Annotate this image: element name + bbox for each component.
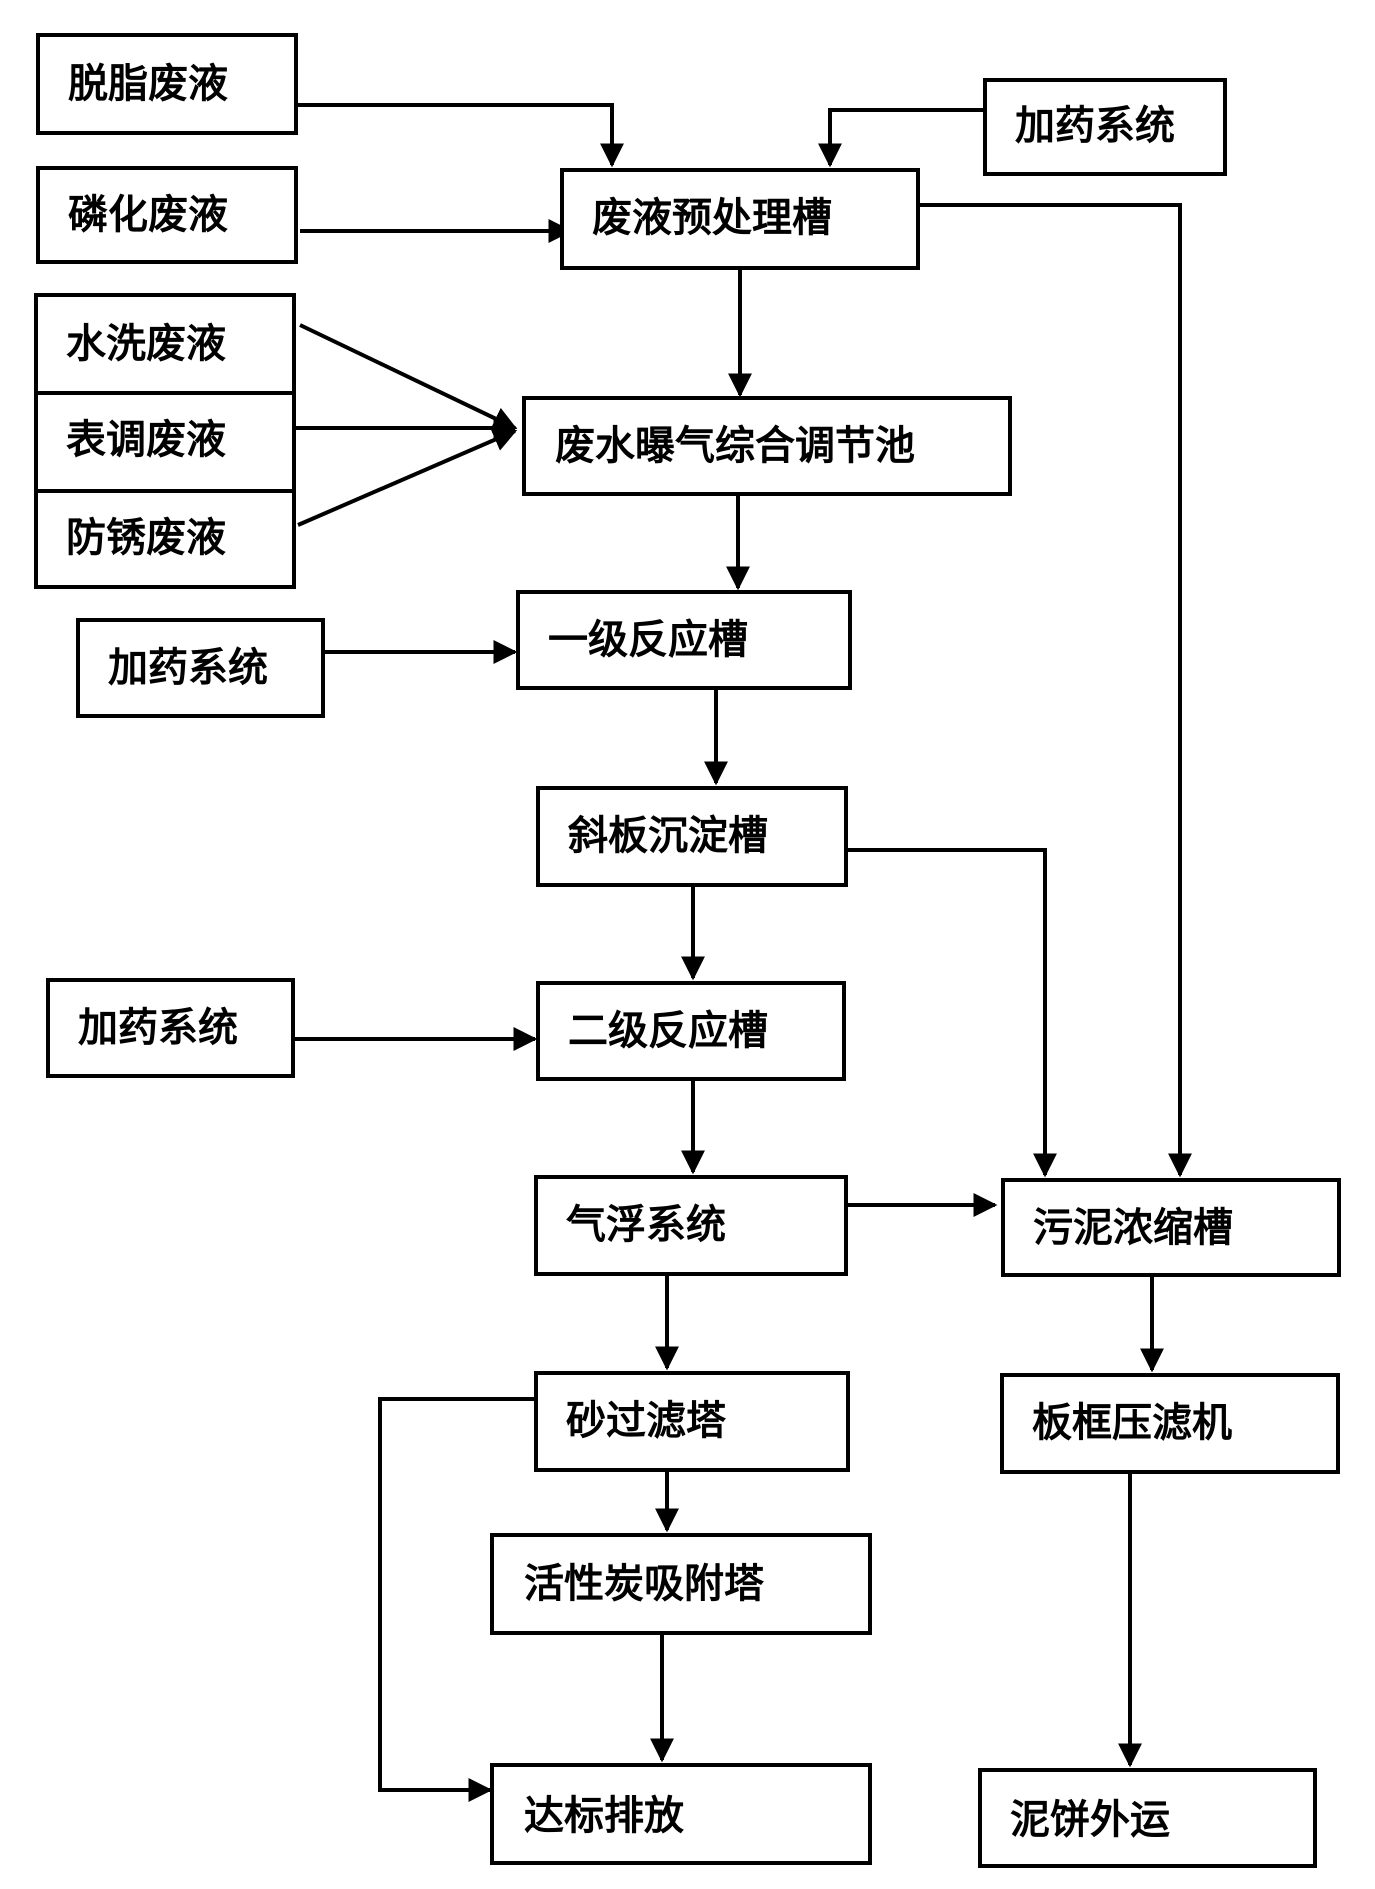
svg-text:板框压滤机: 板框压滤机 — [1032, 1400, 1232, 1446]
svg-text:废水曝气综合调节池: 废水曝气综合调节池 — [555, 423, 915, 469]
svg-text:表调废液: 表调废液 — [66, 417, 226, 463]
svg-text:泥饼外运: 泥饼外运 — [1010, 1797, 1170, 1843]
node-secondary-reaction-tank: 二级反应槽 — [536, 981, 846, 1081]
node-dosing-system-top: 加药系统 — [983, 78, 1227, 176]
node-sand-filter: 砂过滤塔 — [534, 1371, 850, 1472]
node-sludge-cake-transport: 泥饼外运 — [978, 1768, 1317, 1868]
edges — [293, 103, 1192, 1802]
svg-text:水洗废液: 水洗废液 — [66, 321, 226, 367]
edge-settler-to-thickener — [845, 848, 1057, 1178]
node-pretreatment-tank: 废液预处理槽 — [560, 168, 920, 270]
svg-text:磷化废液: 磷化废液 — [68, 192, 228, 238]
node-conditioning-waste: 表调废液 — [34, 391, 296, 493]
svg-text:斜板沉淀槽: 斜板沉淀槽 — [568, 813, 768, 859]
svg-text:防锈废液: 防锈废液 — [66, 515, 226, 561]
svg-text:砂过滤塔: 砂过滤塔 — [566, 1398, 727, 1444]
svg-text:污泥浓缩槽: 污泥浓缩槽 — [1033, 1205, 1233, 1251]
svg-text:废液预处理槽: 废液预处理槽 — [592, 195, 832, 241]
node-phosphating-waste: 磷化废液 — [36, 166, 298, 264]
svg-text:二级反应槽: 二级反应槽 — [568, 1008, 768, 1054]
svg-text:加药系统: 加药系统 — [108, 645, 268, 691]
svg-text:达标排放: 达标排放 — [524, 1793, 684, 1839]
svg-text:脱脂废液: 脱脂废液 — [68, 61, 228, 107]
node-degreasing-waste: 脱脂废液 — [36, 33, 298, 135]
node-compliant-discharge: 达标排放 — [490, 1763, 872, 1865]
svg-text:活性炭吸附塔: 活性炭吸附塔 — [524, 1561, 765, 1607]
svg-text:气浮系统: 气浮系统 — [566, 1202, 726, 1248]
node-dosing-system-1: 加药系统 — [76, 618, 325, 718]
svg-text:加药系统: 加药系统 — [78, 1005, 238, 1051]
node-aeration-equalization-tank: 废水曝气综合调节池 — [522, 396, 1012, 496]
edge-pretreatment-to-thickener — [918, 203, 1192, 1178]
node-activated-carbon-tower: 活性炭吸附塔 — [490, 1533, 872, 1635]
node-sludge-thickener: 污泥浓缩槽 — [1001, 1178, 1341, 1277]
edge-antirust-to-equalization — [297, 428, 518, 527]
svg-text:加药系统: 加药系统 — [1015, 103, 1175, 149]
edge-degreasing-to-pretreatment — [298, 103, 624, 168]
node-dosing-system-2: 加药系统 — [46, 978, 295, 1078]
node-primary-reaction-tank: 一级反应槽 — [516, 590, 852, 690]
node-antirust-waste: 防锈废液 — [34, 489, 296, 589]
node-inclined-plate-settler: 斜板沉淀槽 — [536, 786, 848, 887]
node-filter-press: 板框压滤机 — [1000, 1373, 1340, 1474]
node-air-flotation: 气浮系统 — [534, 1175, 848, 1276]
node-rinse-waste: 水洗废液 — [34, 293, 296, 395]
edge-sandfilter-bypass-to-discharge — [378, 1397, 535, 1802]
svg-text:一级反应槽: 一级反应槽 — [548, 617, 748, 663]
edge-rinse-to-equalization — [299, 323, 518, 430]
edge-dosing-top-to-pretreatment — [818, 108, 985, 168]
